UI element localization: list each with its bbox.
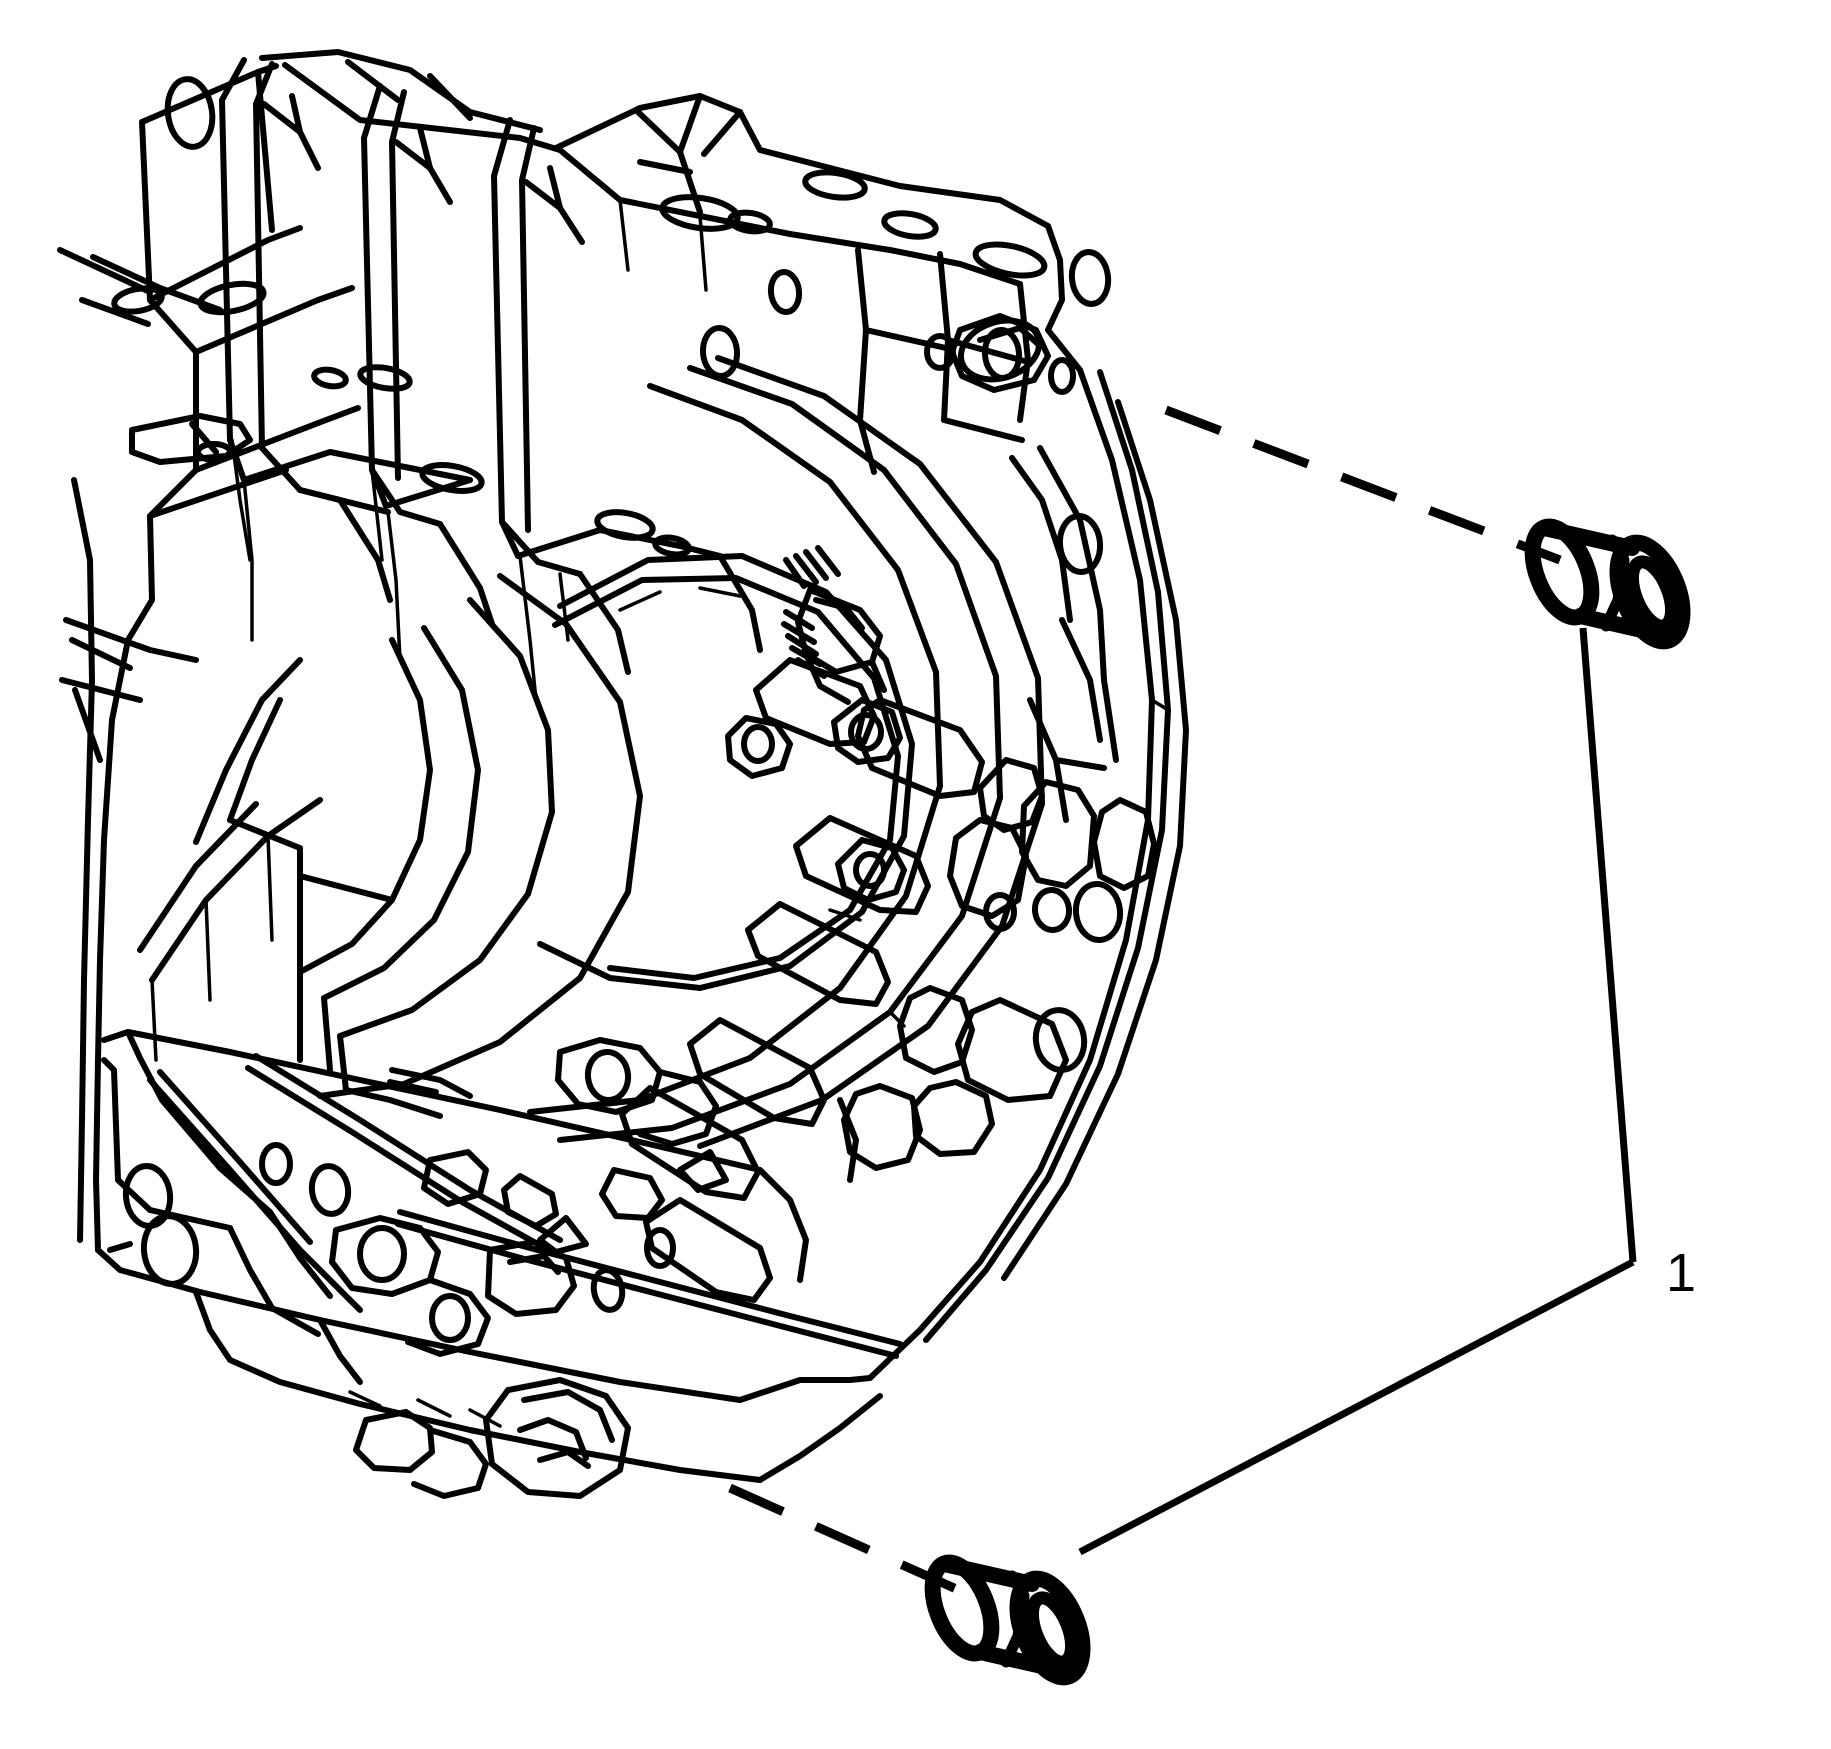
lower-bushing	[924, 1554, 1091, 1686]
dash-leader-upper	[1164, 405, 1562, 565]
engine-block-group	[57, 49, 1112, 763]
bell-housing-group	[71, 313, 1189, 1499]
callout-leaders-group	[1078, 627, 1637, 1556]
surface-detail-group	[150, 198, 1170, 1428]
upper-bushing	[1524, 518, 1691, 650]
leader-line-upper	[1579, 627, 1637, 1263]
leader-line-lower	[1078, 1258, 1635, 1556]
callout-number-1: 1	[1666, 1243, 1697, 1303]
